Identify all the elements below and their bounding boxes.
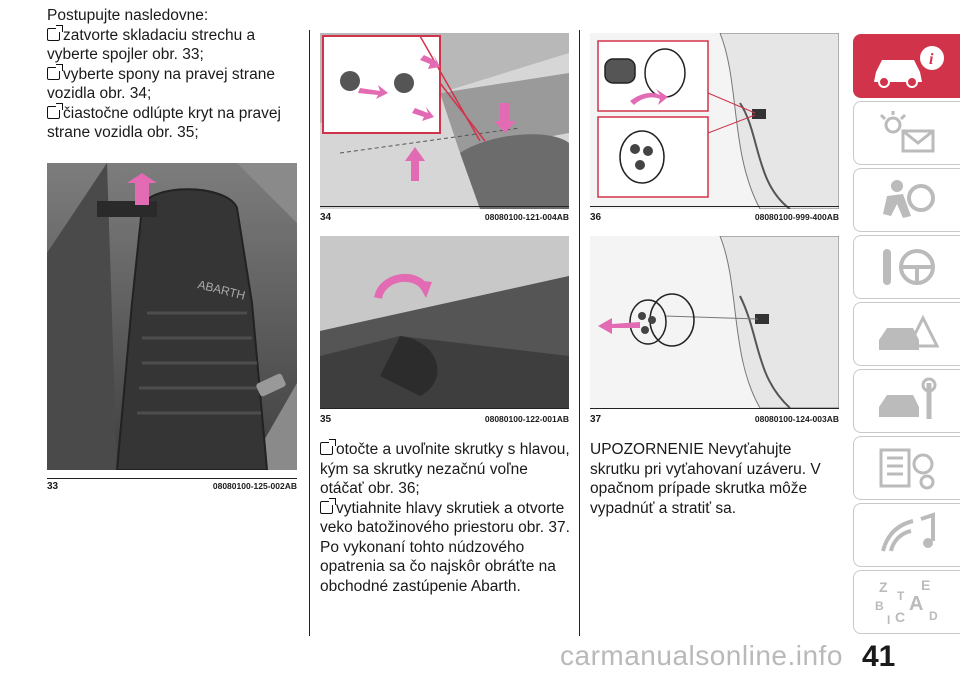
figure-37-caption: 37 08080100-124-003AB bbox=[590, 414, 839, 425]
page-number: 41 bbox=[862, 640, 896, 673]
maintenance-icon bbox=[878, 377, 936, 419]
figure-33-caption: 33 08080100-125-002AB bbox=[47, 481, 297, 492]
dashboard-lights-icon bbox=[879, 111, 934, 153]
figure-37-rule bbox=[590, 408, 839, 409]
bullet-icon bbox=[320, 497, 336, 514]
figure-33-seat-photo: ABARTH bbox=[47, 163, 297, 470]
watermark-text: carmanualsonline.info bbox=[560, 640, 843, 671]
svg-text:B: B bbox=[875, 599, 884, 613]
side-tab-maintenance[interactable] bbox=[853, 369, 960, 433]
figure-34-rule bbox=[320, 206, 569, 207]
bullet-icon bbox=[47, 102, 63, 119]
figure-34-caption: 34 08080100-121-004AB bbox=[320, 212, 569, 223]
list-item: zatvorte skladaciu strechu a vyberte spo… bbox=[47, 24, 256, 63]
svg-text:A: A bbox=[909, 593, 923, 615]
svg-text:I: I bbox=[887, 613, 890, 627]
side-tab-dashboard[interactable] bbox=[853, 101, 960, 165]
index-letters-icon: Z E B A C D T I bbox=[875, 577, 938, 627]
emergency-car-icon bbox=[878, 314, 939, 350]
figure-35-cover-photo bbox=[320, 236, 569, 408]
figure-33-rule bbox=[47, 478, 297, 479]
airbag-safety-icon bbox=[882, 180, 935, 218]
side-tab-start[interactable] bbox=[853, 235, 960, 299]
figure-35-rule bbox=[320, 408, 569, 409]
figure-number: 37 bbox=[590, 414, 602, 425]
side-tab-specs[interactable] bbox=[853, 436, 960, 500]
bullet-icon bbox=[47, 63, 63, 80]
figure-code: 08080100-121-004AB bbox=[484, 212, 569, 222]
figure-36-rule bbox=[590, 206, 839, 207]
figure-number: 34 bbox=[320, 212, 332, 223]
figure-37-screw-diagram bbox=[590, 236, 839, 408]
figure-code: 08080100-999-400AB bbox=[754, 212, 839, 222]
figure-number: 35 bbox=[320, 414, 332, 425]
key-steering-icon bbox=[882, 249, 935, 285]
middle-column-text: otočte a uvoľnite skrutky s hlavou, kým … bbox=[320, 439, 572, 596]
list-item: čiastočne odlúpte kryt na pravej strane … bbox=[47, 102, 281, 141]
svg-text:C: C bbox=[895, 609, 905, 625]
figure-number: 33 bbox=[47, 481, 59, 492]
list-item: vyberte spony na pravej strane vozidla o… bbox=[47, 63, 275, 102]
specs-gear-icon bbox=[879, 448, 934, 490]
list-item: vytiahnite hlavy skrutiek a otvorte veko… bbox=[320, 497, 570, 595]
side-tab-index[interactable]: Z E B A C D T I bbox=[853, 570, 960, 634]
column-divider bbox=[309, 30, 310, 636]
column-divider bbox=[579, 30, 580, 636]
intro-text: Postupujte nasledovne: bbox=[47, 7, 209, 24]
svg-text:T: T bbox=[897, 589, 905, 603]
svg-text:D: D bbox=[929, 609, 938, 623]
bullet-icon bbox=[320, 439, 336, 455]
figure-36-caption: 36 08080100-999-400AB bbox=[590, 212, 839, 223]
side-tab-safety[interactable] bbox=[853, 168, 960, 232]
warning-text: UPOZORNENIE Nevyťahujte skrutku pri vyťa… bbox=[590, 441, 821, 517]
side-tab-multimedia[interactable] bbox=[853, 503, 960, 567]
figure-number: 36 bbox=[590, 212, 602, 223]
figure-34-trunk-photo bbox=[320, 33, 569, 209]
car-info-icon: i bbox=[873, 46, 944, 88]
figure-code: 08080100-125-002AB bbox=[212, 481, 297, 491]
multimedia-icon bbox=[880, 512, 935, 552]
svg-text:Z: Z bbox=[879, 579, 888, 595]
figure-36-screw-diagram bbox=[590, 33, 839, 209]
bullet-icon bbox=[47, 24, 63, 41]
figure-code: 08080100-124-003AB bbox=[754, 414, 839, 424]
side-tab-emergency[interactable] bbox=[853, 302, 960, 366]
list-item: otočte a uvoľnite skrutky s hlavou, kým … bbox=[320, 439, 570, 497]
figure-code: 08080100-122-001AB bbox=[484, 414, 569, 424]
figure-35-caption: 35 08080100-122-001AB bbox=[320, 414, 569, 425]
svg-text:i: i bbox=[929, 51, 934, 68]
svg-text:E: E bbox=[921, 577, 930, 593]
side-tab-car-info[interactable]: i bbox=[853, 34, 960, 98]
